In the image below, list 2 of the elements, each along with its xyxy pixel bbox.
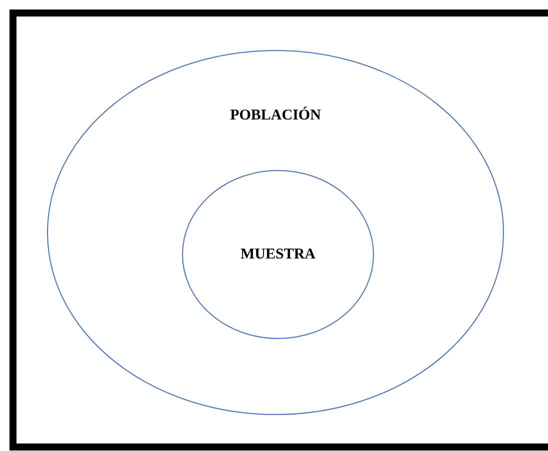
ellipse-label: MUESTRA — [240, 246, 316, 263]
ellipse-label: POBLACIÓN — [230, 107, 321, 124]
